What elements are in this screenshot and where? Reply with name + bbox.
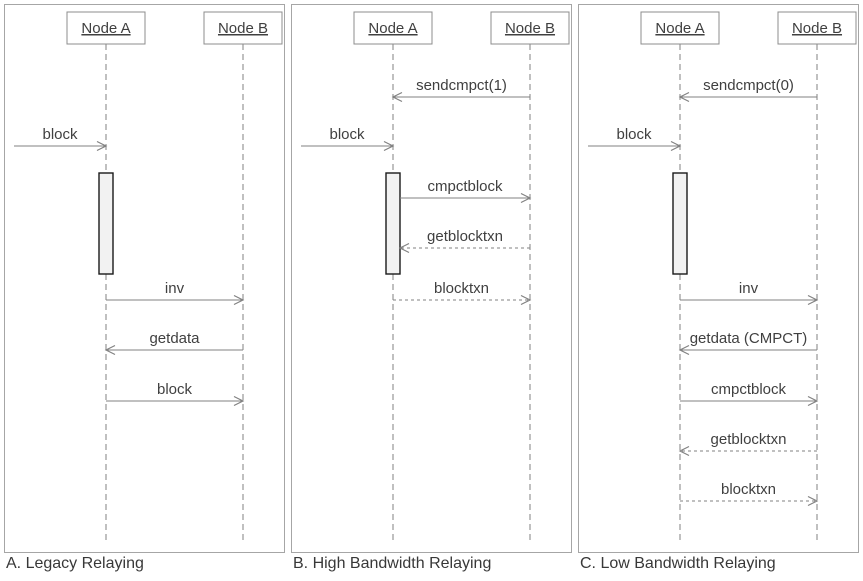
activation-bar bbox=[385, 172, 401, 275]
message-cmpctblock-label: cmpctblock bbox=[427, 178, 503, 195]
message-cmpctblock-arrowhead bbox=[807, 395, 819, 407]
message-external-block-arrowhead bbox=[96, 140, 108, 152]
actor-label-node-a: Node A bbox=[81, 20, 130, 37]
message-external-block-label: block bbox=[42, 126, 78, 143]
message-inv-label: inv bbox=[165, 280, 185, 297]
message-block-arrowhead bbox=[233, 395, 245, 407]
actor-box-node-a bbox=[640, 11, 720, 45]
message-inv-arrowhead bbox=[233, 294, 245, 306]
actor-box-node-a bbox=[66, 11, 146, 45]
message-getdata-cmpct-label: getdata (CMPCT) bbox=[690, 330, 808, 347]
message-external-block-label: block bbox=[616, 126, 652, 143]
message-blocktxn-arrowhead bbox=[520, 294, 532, 306]
message-getblocktxn-arrowhead bbox=[398, 242, 410, 254]
message-getblocktxn-label: getblocktxn bbox=[711, 431, 787, 448]
message-getdata-cmpct-arrowhead bbox=[678, 344, 690, 356]
panel-low-bandwidth-relaying: Node A Node B block sendcmpct(0) inv getdata … bbox=[578, 4, 859, 553]
actor-label-node-b: Node B bbox=[505, 20, 555, 37]
message-external-block-arrowhead bbox=[383, 140, 395, 152]
message-blocktxn-label: blocktxn bbox=[434, 280, 489, 297]
activation-bar bbox=[672, 172, 688, 275]
caption-high-bandwidth-relaying: B. High Bandwidth Relaying bbox=[293, 555, 492, 572]
message-getdata-arrowhead bbox=[104, 344, 116, 356]
message-getblocktxn-label: getblocktxn bbox=[427, 228, 503, 245]
actor-label-node-a: Node A bbox=[368, 20, 417, 37]
activation-bar bbox=[98, 172, 114, 275]
message-external-block-arrowhead bbox=[670, 140, 682, 152]
message-inv-arrowhead bbox=[807, 294, 819, 306]
sequence-diagram-high-bandwidth: Node A Node B block sendcmpct(1) cmpctblock g… bbox=[301, 11, 570, 542]
caption-legacy-relaying: A. Legacy Relaying bbox=[6, 555, 144, 572]
actor-label-node-b: Node B bbox=[218, 20, 268, 37]
message-sendcmpct-0-label: sendcmpct(0) bbox=[703, 77, 794, 94]
message-blocktxn-arrowhead bbox=[807, 495, 819, 507]
message-cmpctblock-label: cmpctblock bbox=[711, 381, 787, 398]
message-block-label: block bbox=[157, 381, 193, 398]
panel-legacy-relaying: Node A Node B block inv getdata block bbox=[4, 4, 285, 553]
actor-box-node-b bbox=[777, 11, 857, 45]
actor-box-node-b bbox=[490, 11, 570, 45]
message-external-block-label: block bbox=[329, 126, 365, 143]
message-blocktxn-label: blocktxn bbox=[721, 481, 776, 498]
sequence-diagram-legacy: Node A Node B block inv getdata block bbox=[14, 11, 283, 542]
actor-label-node-a: Node A bbox=[655, 20, 704, 37]
message-sendcmpct-1-arrowhead bbox=[391, 91, 403, 103]
message-inv-label: inv bbox=[739, 280, 759, 297]
sequence-diagram-low-bandwidth: Node A Node B block sendcmpct(0) inv getdata … bbox=[588, 11, 857, 542]
caption-low-bandwidth-relaying: C. Low Bandwidth Relaying bbox=[580, 555, 776, 572]
actor-box-node-b bbox=[203, 11, 283, 45]
message-sendcmpct-0-arrowhead bbox=[678, 91, 690, 103]
actor-label-node-b: Node B bbox=[792, 20, 842, 37]
message-sendcmpct-1-label: sendcmpct(1) bbox=[416, 77, 507, 94]
message-getblocktxn-arrowhead bbox=[678, 445, 690, 457]
message-getdata-label: getdata bbox=[149, 330, 200, 347]
panel-high-bandwidth-relaying: Node A Node B block sendcmpct(1) cmpctblock g… bbox=[291, 4, 572, 553]
message-cmpctblock-arrowhead bbox=[520, 192, 532, 204]
actor-box-node-a bbox=[353, 11, 433, 45]
